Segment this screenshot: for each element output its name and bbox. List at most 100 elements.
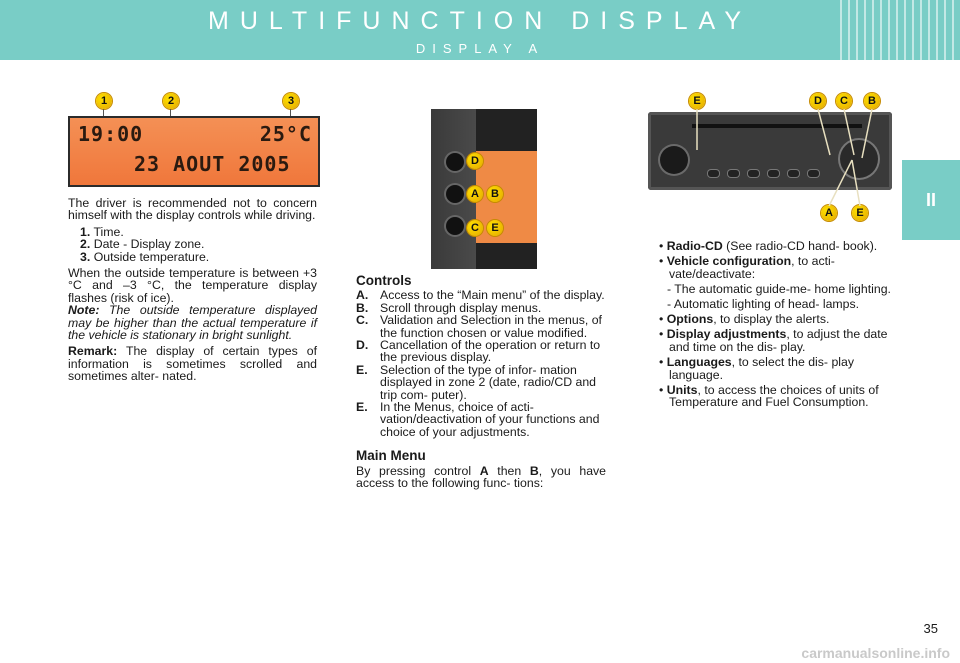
note-label: Note: (68, 303, 100, 318)
main-menu-mid: then (497, 463, 522, 478)
bullet-text: , to access the choices of units of Temp… (669, 383, 879, 410)
bullet-item: • Options, to display the alerts. (659, 312, 830, 327)
page-subtitle: DISPLAY A (415, 41, 545, 56)
middle-column: Controls A. Access to the “Main menu” of … (356, 273, 607, 494)
callout-b-radio: B (864, 93, 880, 109)
watermark: carmanualsonline.info (801, 645, 950, 661)
remark-text: The display of certain types of informat… (68, 344, 317, 384)
bullet-item: • Vehicle configuration, to acti- vate/d… (659, 254, 835, 281)
temperature-paragraph: When the outside temperature is between … (68, 266, 317, 305)
item-number: 3. (80, 249, 91, 264)
bullet-text: , to acti- vate/deactivate: (669, 254, 835, 281)
leader-line-e2 (851, 159, 861, 207)
main-menu-paragraph: By pressing control A then B, you have a… (356, 463, 607, 491)
callout-d-console: D (467, 153, 483, 169)
control-item: A. Access to the “Main menu” of the displ… (356, 288, 606, 303)
lcd-temperature: 25°C (259, 122, 312, 146)
list-item: 1. Time. (68, 226, 317, 238)
callout-c-console: C (467, 220, 483, 236)
preset-button (788, 170, 799, 177)
item-text: Outside temperature. (93, 249, 210, 264)
preset-button (728, 170, 739, 177)
lcd-time: 19:00 (78, 122, 144, 146)
banner-stripes (840, 0, 960, 60)
callout-e-console: E (487, 220, 503, 236)
callout-e2-radio: E (852, 205, 868, 221)
dashboard-controls-illustration (431, 109, 537, 269)
callout-2: 2 (163, 93, 179, 109)
control-text: Selection of the type of infor- mation d… (380, 362, 597, 402)
control-item: C. Validation and Selection in the menus,… (356, 314, 606, 339)
radio-callout-lines (696, 108, 873, 207)
control-key: C. (356, 313, 369, 328)
control-key: E. (356, 362, 368, 377)
control-item: E. In the Menus, choice of acti- vation/d… (356, 401, 606, 438)
bullet-bold: Languages (666, 355, 732, 370)
item-number: 2. (80, 237, 91, 252)
radio-cd-illustration (648, 112, 892, 190)
header-banner (0, 0, 960, 60)
list-item: 3. Outside temperature. (68, 249, 317, 264)
item-text: Time. (93, 224, 124, 239)
leader-line-a (828, 159, 853, 207)
chapter-tab[interactable]: II (902, 160, 960, 240)
control-item: B.Scroll through display menus. (356, 300, 606, 315)
control-text: Access to the “Main menu” of the display… (380, 288, 605, 303)
main-menu-heading: Main Menu (356, 448, 426, 464)
control-text: Cancellation of the operation or return … (380, 338, 601, 365)
note-text: The outside temperature displayed may be… (68, 303, 317, 343)
leader-line-b (861, 108, 873, 159)
control-key: E. (356, 400, 368, 415)
callout-1: 1 (96, 93, 112, 109)
control-item: E. Selection of the type of infor- mation… (356, 364, 606, 401)
bullet-item: • Languages, to select the dis- play lan… (659, 355, 855, 382)
footer: carmanualsonline.info (0, 645, 960, 663)
callout-d-radio: D (810, 93, 826, 109)
display-screen (476, 151, 537, 243)
control-knob-c (446, 217, 464, 235)
control-text: In the Menus, choice of acti- vation/dea… (380, 400, 600, 439)
main-menu-key-a: A (479, 463, 489, 478)
control-text: Validation and Selection in the menus, o… (380, 313, 602, 340)
left-column: The driver is recommended not to concern… (68, 197, 317, 387)
remark-paragraph: Remark: The display of certain types of … (68, 345, 317, 382)
preset-button (748, 170, 759, 177)
bullet-bold: Units (666, 383, 698, 398)
bullet-text: , to select the dis- play language. (669, 355, 855, 382)
remark-label: Remark: (68, 344, 118, 359)
control-key: A. (356, 288, 369, 303)
bullet-item: • Units, to access the choices of units … (659, 383, 879, 410)
bullet-text: (See radio-CD hand- book). (722, 239, 878, 253)
controls-heading: Controls (356, 273, 412, 288)
preset-button (808, 170, 819, 177)
page-number: 35 (923, 621, 938, 636)
volume-knob (660, 146, 688, 174)
callout-b-console: B (487, 186, 503, 202)
leader-line-d (817, 108, 831, 156)
bullet-bold: Vehicle configuration (666, 254, 792, 269)
callout-a-console: A (467, 186, 483, 202)
control-knob-d (446, 153, 464, 171)
sub-item: - The automatic guide-me- home lighting. (667, 282, 891, 297)
callout-3: 3 (283, 93, 299, 109)
bullet-bold: Radio-CD (666, 239, 723, 253)
control-key: B. (356, 300, 369, 315)
bullet-item: • Radio-CD (See radio-CD hand- book). (659, 239, 878, 253)
callout-a-radio: A (821, 205, 837, 221)
control-key: D. (356, 338, 369, 353)
main-menu-post: , you have access to the following func-… (356, 463, 607, 491)
list-item: 2. Date - Display zone. (68, 238, 317, 250)
note-paragraph: Note: The outside temperature displayed … (68, 304, 317, 341)
main-menu-pre: By pressing control (356, 463, 472, 478)
callout-e-radio: E (689, 93, 705, 109)
sub-item: - Automatic lighting of head- lamps. (667, 296, 860, 311)
bullet-text: , to adjust the date and time on the dis… (669, 327, 888, 354)
lcd-display-illustration: 19:00 25°C 23 AOUT 2005 (68, 116, 320, 187)
control-knob-a (446, 185, 464, 203)
bullet-bold: Display adjustments (666, 327, 787, 342)
controls-list: A. Access to the “Main menu” of the displ… (356, 289, 606, 438)
preset-button (708, 170, 719, 177)
leader-line-c (843, 108, 855, 156)
right-column: • Radio-CD (See radio-CD hand- book). • … (659, 240, 893, 412)
intro-paragraph: The driver is recommended not to concern… (68, 196, 317, 223)
